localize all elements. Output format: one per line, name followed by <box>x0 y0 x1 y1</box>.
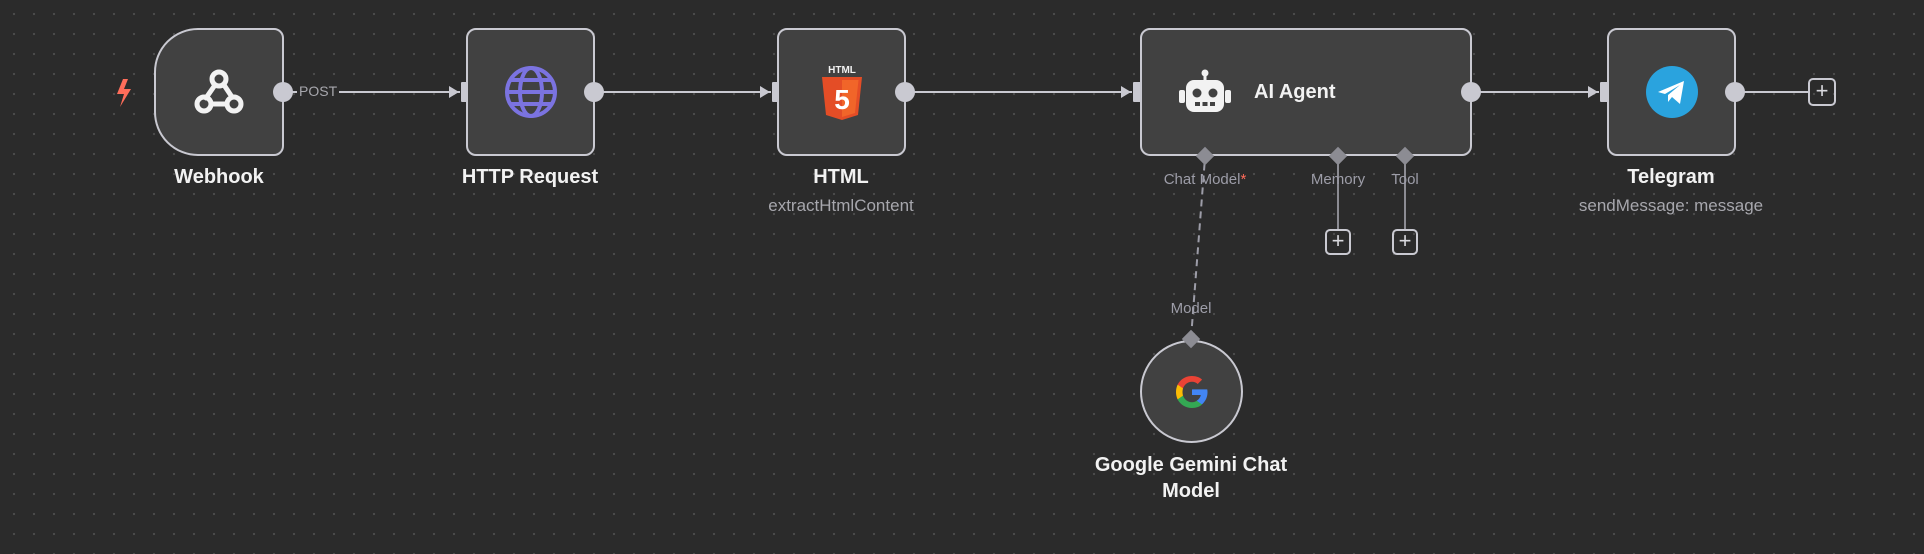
arrowhead <box>1121 86 1131 98</box>
html5-icon-text: HTML <box>828 65 856 76</box>
telegram-node[interactable] <box>1607 28 1736 156</box>
http-output-port[interactable] <box>584 82 604 102</box>
lightning-bolt-icon <box>117 79 131 107</box>
webhook-output-label: POST <box>297 83 340 99</box>
telegram-input-port[interactable] <box>1600 82 1608 102</box>
webhook-output-port[interactable] <box>273 82 293 102</box>
connection-gemini-agent[interactable] <box>1190 157 1206 339</box>
html-node[interactable]: HTML 5 <box>777 28 906 156</box>
required-mark: * <box>1240 171 1247 188</box>
gemini-title-line1: Google Gemini Chat <box>1094 454 1288 476</box>
gemini-chat-model-node[interactable] <box>1140 340 1243 443</box>
gemini-output-label: Model <box>1170 300 1212 317</box>
http-input-port[interactable] <box>461 82 469 102</box>
http-request-title: HTTP Request <box>461 166 599 188</box>
html5-icon-number: 5 <box>834 84 850 115</box>
webhook-title: Webhook <box>174 166 264 188</box>
agent-input-port[interactable] <box>1133 82 1141 102</box>
telegram-output-port[interactable] <box>1725 82 1745 102</box>
html-title: HTML <box>813 166 869 188</box>
telegram-title: Telegram <box>1627 166 1715 188</box>
add-tool-button[interactable]: + <box>1392 229 1418 255</box>
agent-output-port[interactable] <box>1461 82 1481 102</box>
arrowhead <box>760 86 770 98</box>
google-g-icon <box>1175 375 1207 408</box>
webhook-icon <box>194 69 244 114</box>
gemini-title-line2: Model <box>1162 480 1220 502</box>
telegram-subtitle: sendMessage: message <box>1578 196 1764 215</box>
tool-label: Tool <box>1391 171 1419 188</box>
robot-icon <box>1179 69 1231 112</box>
add-memory-button[interactable]: + <box>1325 229 1351 255</box>
gemini-title: Google Gemini Chat Model <box>1095 452 1287 504</box>
add-node-button[interactable]: + <box>1808 78 1836 106</box>
html-subtitle: extractHtmlContent <box>768 196 914 215</box>
html-output-port[interactable] <box>895 82 915 102</box>
arrowhead <box>1588 86 1598 98</box>
arrowhead <box>449 86 459 98</box>
globe-icon <box>504 66 557 118</box>
html5-icon: HTML 5 <box>821 65 862 120</box>
telegram-icon <box>1645 66 1698 118</box>
webhook-node[interactable] <box>154 28 284 156</box>
html-input-port[interactable] <box>772 82 780 102</box>
ai-agent-node[interactable]: AI Agent <box>1140 28 1472 156</box>
http-request-node[interactable] <box>466 28 595 156</box>
ai-agent-title: AI Agent <box>1254 80 1336 103</box>
chat-model-label: Chat Model* <box>1163 171 1247 188</box>
memory-label: Memory <box>1310 171 1366 188</box>
